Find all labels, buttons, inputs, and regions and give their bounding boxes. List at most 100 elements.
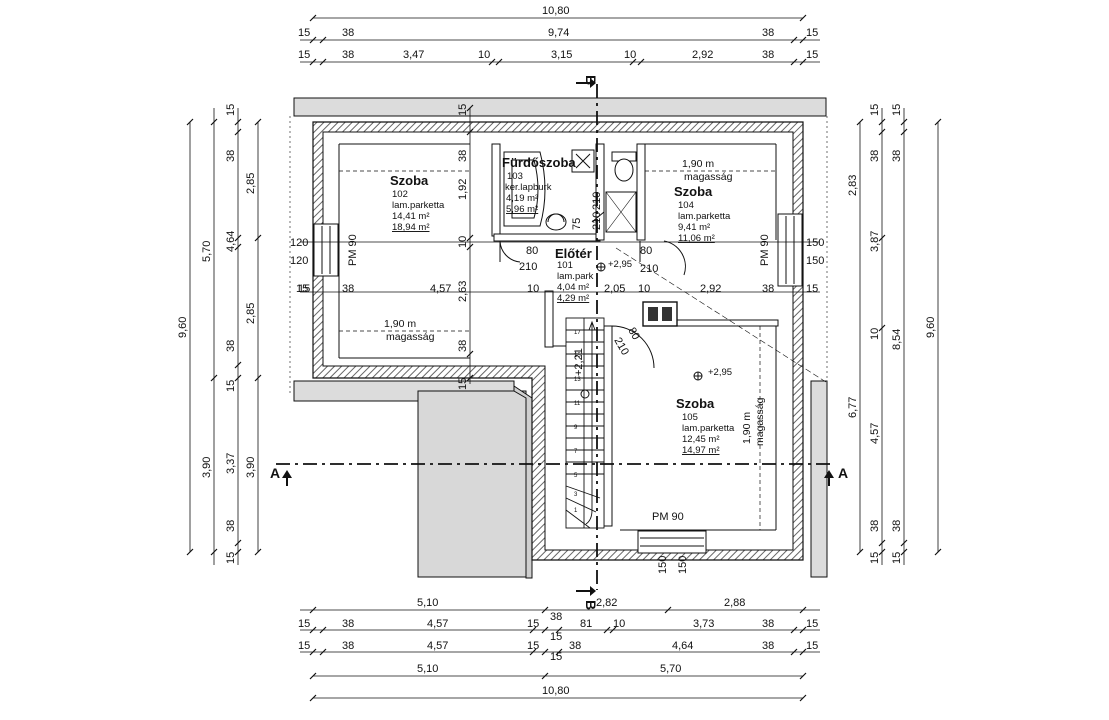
svg-text:2,85: 2,85 [245, 173, 257, 194]
svg-text:4,04 m²: 4,04 m² [557, 282, 589, 293]
top-dimensions: 10,80 15 38 9,74 38 15 15 38 3,47 10 3,1… [298, 5, 818, 61]
right-dimensions: 9,60 3,87 8,54 10 15 38 2,83 4,57 38 15 … [806, 104, 937, 564]
svg-text:38: 38 [342, 27, 354, 39]
svg-text:magasság: magasság [386, 331, 435, 343]
svg-text:2,05: 2,05 [604, 283, 625, 295]
room-102: Szoba 102 lam.parketta 14,41 m² 18,94 m² [390, 173, 445, 233]
room-104: Szoba 104 lam.parketta 9,41 m² 11,06 m² [674, 184, 731, 244]
svg-text:1,92: 1,92 [457, 179, 469, 200]
svg-text:Szoba: Szoba [674, 184, 713, 199]
bottom-dimensions: 5,10 38 2,82 2,88 15 38 4,57 15 15 81 10… [298, 597, 818, 697]
svg-text:5,70: 5,70 [201, 241, 213, 262]
svg-text:14,97 m²: 14,97 m² [682, 445, 720, 456]
svg-text:150: 150 [806, 255, 824, 267]
chimney [642, 301, 678, 327]
svg-text:lam.parketta: lam.parketta [392, 200, 445, 211]
roof-outline [293, 97, 828, 579]
svg-text:4,57: 4,57 [869, 423, 881, 444]
svg-text:4,64: 4,64 [225, 231, 237, 252]
svg-text:11,06 m²: 11,06 m² [678, 233, 715, 244]
svg-text:5,96 m²: 5,96 m² [506, 204, 538, 215]
height-lines [339, 170, 776, 530]
svg-text:3,90: 3,90 [201, 457, 213, 478]
svg-text:104: 104 [678, 200, 694, 211]
svg-text:2,63: 2,63 [457, 281, 469, 302]
svg-text:3,90: 3,90 [245, 457, 257, 478]
svg-text:210: 210 [640, 263, 658, 275]
svg-text:8,54: 8,54 [891, 329, 903, 350]
svg-text:38: 38 [457, 340, 469, 352]
svg-text:15: 15 [457, 104, 469, 116]
svg-text:38: 38 [762, 640, 774, 652]
svg-text:1: 1 [574, 508, 578, 514]
svg-text:9: 9 [574, 425, 578, 431]
svg-text:Szoba: Szoba [676, 396, 715, 411]
svg-text:10,80: 10,80 [542, 685, 570, 697]
svg-text:38: 38 [342, 640, 354, 652]
roof-diagonals [289, 116, 828, 396]
svg-text:38: 38 [225, 150, 237, 162]
svg-text:PM 90: PM 90 [759, 234, 771, 266]
svg-text:12,45 m²: 12,45 m² [682, 434, 720, 445]
height-notes: 1,90 m magasság 1,90 m magasság 1,90 m m… [384, 158, 766, 446]
svg-text:6,77: 6,77 [847, 397, 859, 418]
svg-text:magasság: magasság [754, 397, 766, 446]
svg-text:103: 103 [507, 171, 523, 182]
svg-text:75: 75 [571, 218, 583, 230]
svg-text:4,57: 4,57 [427, 640, 448, 652]
svg-text:+2,95: +2,95 [608, 259, 632, 270]
door-swings [499, 211, 686, 370]
svg-text:15: 15 [225, 104, 237, 116]
svg-text:15: 15 [869, 552, 881, 564]
svg-text:38: 38 [457, 150, 469, 162]
svg-text:38: 38 [342, 618, 354, 630]
svg-text:10: 10 [457, 236, 469, 248]
svg-text:ker.lapburk: ker.lapburk [505, 182, 552, 193]
svg-text:1,90 m: 1,90 m [384, 318, 416, 330]
svg-text:15: 15 [806, 640, 818, 652]
svg-text:PM 90: PM 90 [652, 511, 684, 523]
svg-text:15: 15 [457, 378, 469, 390]
svg-text:15: 15 [806, 27, 818, 39]
svg-text:lam.parketta: lam.parketta [682, 423, 735, 434]
svg-text:13: 13 [574, 377, 581, 383]
svg-text:38: 38 [762, 618, 774, 630]
svg-text:11: 11 [574, 401, 581, 407]
svg-text:38: 38 [225, 520, 237, 532]
section-a-left-label: A [270, 465, 280, 481]
svg-text:38: 38 [869, 150, 881, 162]
svg-text:10: 10 [527, 283, 539, 295]
svg-text:Fürdőszoba: Fürdőszoba [502, 155, 576, 170]
svg-text:210: 210 [591, 212, 603, 230]
svg-text:5: 5 [574, 473, 578, 479]
svg-text:15: 15 [298, 618, 310, 630]
svg-text:105: 105 [682, 412, 698, 423]
svg-text:15: 15 [225, 380, 237, 392]
svg-text:15: 15 [806, 283, 818, 295]
svg-text:1,90 m: 1,90 m [682, 158, 714, 170]
svg-text:15: 15 [225, 552, 237, 564]
svg-text:102: 102 [392, 189, 408, 200]
svg-text:2,92: 2,92 [700, 283, 721, 295]
svg-text:15: 15 [298, 27, 310, 39]
svg-text:lam.park: lam.park [557, 271, 594, 282]
window-labels: PM 90 PM 90 PM 90 [347, 234, 771, 523]
svg-text:9,74: 9,74 [548, 27, 569, 39]
svg-text:38: 38 [762, 27, 774, 39]
svg-text:5,70: 5,70 [660, 663, 681, 675]
svg-text:14,41 m²: 14,41 m² [392, 211, 430, 222]
svg-text:4,57: 4,57 [427, 618, 448, 630]
svg-text:120: 120 [290, 255, 308, 267]
room-101: Előtér 101 lam.park 4,04 m² 4,29 m² [555, 246, 594, 304]
dimension-lines [189, 17, 939, 699]
svg-text:80: 80 [640, 245, 652, 257]
inner-dimensions: 15 38 1,92 10 2,63 38 15 75 210 15 38 4,… [298, 104, 818, 574]
svg-text:PM 90: PM 90 [347, 234, 359, 266]
svg-text:2,88: 2,88 [724, 597, 745, 609]
svg-text:15: 15 [806, 618, 818, 630]
svg-text:3,73: 3,73 [693, 618, 714, 630]
section-line-b: B B [576, 75, 599, 610]
svg-text:3,47: 3,47 [403, 49, 424, 61]
svg-text:Előtér: Előtér [555, 246, 592, 261]
svg-text:150: 150 [806, 237, 824, 249]
